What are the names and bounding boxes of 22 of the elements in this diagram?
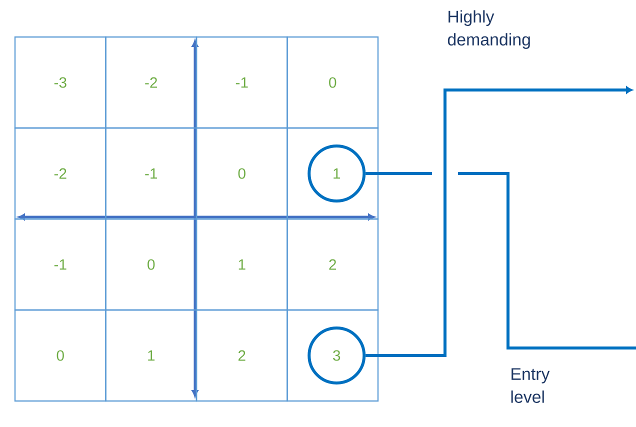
grid-cell	[286, 309, 379, 402]
grid-cell: 1	[105, 309, 198, 402]
grid-cell: 0	[286, 36, 379, 129]
circled-number: 3	[308, 326, 366, 384]
grid-cell	[286, 127, 379, 220]
grid-cell: 2	[286, 218, 379, 311]
edge-label: Entry level	[511, 368, 550, 403]
grid-cell: -3	[14, 36, 106, 129]
grid-cell: 0	[196, 127, 288, 220]
grid-cell: -2	[14, 127, 106, 220]
grid-cell: -1	[105, 127, 198, 220]
grid-cell: 0	[14, 309, 106, 402]
grid-cell: -2	[105, 36, 198, 129]
grid-cell: 2	[196, 309, 288, 402]
connector-line	[366, 86, 633, 357]
grid-cell: 0	[105, 218, 198, 311]
grid-cell: -1	[196, 36, 288, 129]
circled-number: 1	[308, 144, 366, 202]
grid-cell: 1	[196, 218, 288, 311]
grid-cell: -1	[14, 218, 106, 311]
edge-label: Highly demanding	[448, 10, 530, 49]
connector-line	[364, 172, 636, 350]
